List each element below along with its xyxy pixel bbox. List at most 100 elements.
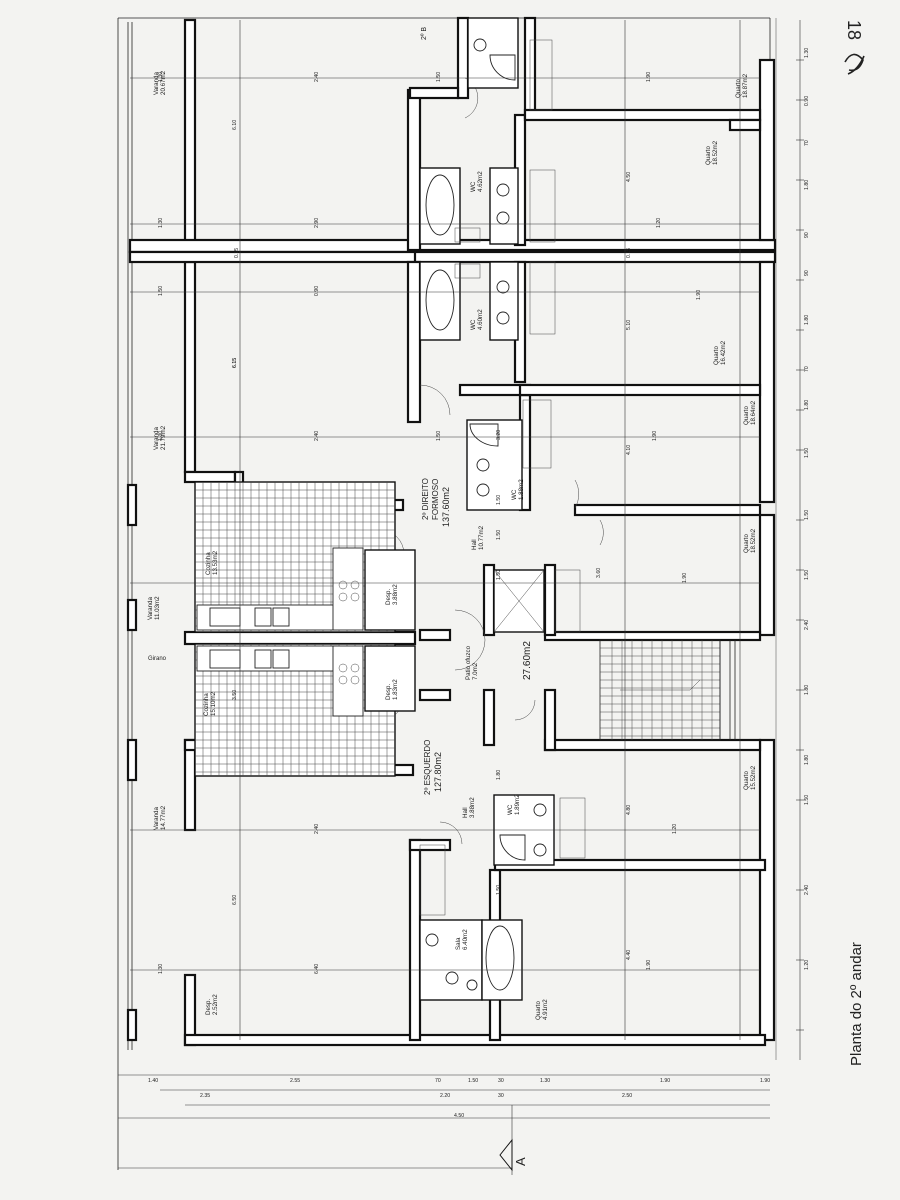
room-name: Quarto	[705, 146, 712, 165]
dimension-value: 2.50	[622, 1093, 632, 1099]
dimension-value: 0.90	[314, 286, 320, 296]
dimension-ticks	[796, 59, 804, 1031]
dimension-value: 1.50	[496, 885, 502, 895]
room-area: 11.03m2	[154, 596, 161, 620]
dimension-value: 1.30	[158, 964, 164, 974]
dimension-value: 4.40	[626, 950, 632, 960]
dimension-value: 6.40	[314, 964, 320, 974]
dimension-value: 1.30	[158, 431, 164, 441]
dimension-value: 6.10	[232, 120, 238, 130]
dimension-value: 1.30	[158, 218, 164, 228]
room-area: 18.64m2	[750, 400, 757, 425]
dimension-value: 0.15	[234, 248, 240, 258]
dimension-value: 2.40	[804, 620, 810, 630]
dimension-value: 6.15	[232, 358, 238, 368]
dimension-value: 1.90	[646, 72, 652, 82]
section-marker: A	[499, 1138, 528, 1172]
room-name: Varanda	[147, 597, 154, 620]
room-name: Quarto	[743, 534, 750, 553]
dimension-values: 1.300.90701.8090901.80701.801.501.501.50…	[148, 48, 810, 1119]
room-area: 15.10m2	[210, 691, 217, 716]
room-area: 7.0m2	[472, 662, 479, 680]
dimension-value: 1.30	[158, 72, 164, 82]
room-name: WC	[470, 319, 477, 330]
room-area: 18.87m2	[742, 73, 749, 98]
dimension-value: 2.40	[314, 431, 320, 441]
right-unit-name: 2º DIREITO	[421, 478, 430, 520]
dimension-value: 70	[804, 140, 810, 146]
dimension-value: 1.50	[496, 530, 502, 540]
room-area: 4.62m2	[477, 171, 484, 192]
room-name: Varanda	[153, 807, 160, 830]
staircase	[599, 639, 736, 741]
room-label: Desp.3.88m2	[385, 584, 399, 605]
dimension-value: 1.80	[804, 755, 810, 765]
dimension-value: 1.90	[682, 573, 688, 583]
dimension-value: 2.40	[804, 885, 810, 895]
landing-area: 27.60m2	[522, 641, 533, 680]
room-name: Quarto	[743, 406, 750, 425]
room-name: Hall	[471, 539, 478, 550]
room-name: Quarto	[735, 79, 742, 98]
dimension-value: 90	[804, 270, 810, 276]
room-name: Desp.	[205, 999, 212, 1015]
dimension-value: 2.40	[314, 824, 320, 834]
sheet-title: Planta do 2º andar	[848, 942, 865, 1066]
dimension-lines	[118, 20, 801, 1175]
kitchen-fixtures	[196, 547, 364, 717]
dimension-value: 1.30	[804, 48, 810, 58]
room-name: Quarto	[713, 346, 720, 365]
dimension-value: 1.40	[148, 1078, 158, 1084]
room-name: Varanda	[153, 427, 160, 450]
dimension-value: 1.80	[804, 400, 810, 410]
pantry-tiles	[364, 549, 416, 712]
dimension-value: 30	[498, 1093, 504, 1099]
dimension-value: 70	[435, 1078, 441, 1084]
frame-lines	[117, 17, 777, 1170]
dimension-value: 3.20	[496, 430, 502, 440]
dimension-value: 1.50	[804, 448, 810, 458]
left-unit-area: 127.80m2	[433, 752, 443, 792]
dimension-value: 1.90	[660, 1078, 670, 1084]
room-name: Hall	[462, 807, 469, 818]
dimension-value: 1.20	[672, 824, 678, 834]
room-area: 18.52m2	[750, 528, 757, 553]
dimension-value: 1.50	[468, 1078, 478, 1084]
room-area: 1.83m2	[392, 679, 399, 700]
bathrooms	[419, 17, 586, 1001]
right-unit-area: 137.60m2	[441, 487, 451, 527]
dimension-value: 2.35	[200, 1093, 210, 1099]
room-area: 15.52m2	[750, 765, 757, 790]
room-area: 13.53m2	[212, 550, 219, 575]
room-name: Patio ofuzco	[465, 645, 472, 680]
page-mark-number: 18	[844, 20, 864, 40]
outside-label: Girano	[148, 656, 167, 662]
dimension-value: 1.20	[804, 960, 810, 970]
dimension-value: 1.90	[652, 431, 658, 441]
room-area: 18.52m2	[712, 140, 719, 165]
right-unit-subtitle: FORMOSO	[431, 479, 440, 520]
room-name: WC	[511, 489, 518, 500]
section-mark-letter: A	[513, 1157, 528, 1166]
room-area: 3.88m2	[392, 584, 399, 605]
room-area: 20.67m2	[160, 70, 167, 95]
dimension-value: 1.50	[804, 570, 810, 580]
room-name: Varanda	[153, 72, 160, 95]
room-name: WC	[470, 181, 477, 192]
dimension-value: 4.10	[626, 445, 632, 455]
